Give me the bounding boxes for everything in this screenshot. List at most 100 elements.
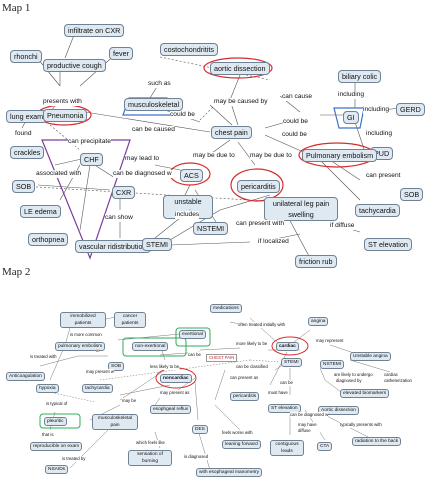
node-st-elevation[interactable]: ST elevation [268,404,301,413]
node-cardiac-catheterization[interactable]: cardiac catheterization [384,372,426,384]
node-vascular-ridistribution[interactable]: vascular ridistribution [75,240,151,253]
node-tachycardia[interactable]: tachycardia [355,204,400,217]
node-musculoskeletal[interactable]: musculoskeletal [124,98,184,111]
node-musculoskeletal-pain[interactable]: musculoskeletal pain [92,414,138,430]
node-cancer-patients[interactable]: cancer patients [114,312,146,328]
node-pleuritic[interactable]: pleuritic [44,417,67,426]
node-immobilized-patients[interactable]: immobilized patients [60,312,106,328]
node-evertional[interactable]: evertional [179,330,206,339]
node-cardiac[interactable]: cardiac [276,342,299,351]
link-which-feels-like: which feels like [136,440,165,446]
node-reproducible-on-exam[interactable]: reproducible on exam [30,442,83,451]
node-rhonchi[interactable]: rhonchi [10,50,42,63]
node-chest-pain[interactable]: chest pain [211,126,252,139]
node-unstable-angina[interactable]: Unstable angina [350,352,391,361]
node-leaning-forward[interactable]: leaning forward [222,440,261,449]
link-typically-presents-with: typically presents with [340,422,382,428]
link-could-be-2: could be [283,118,308,126]
node-des[interactable]: DES [192,425,208,434]
node-esophgeal-reflux[interactable]: esophgeal reflux [150,405,192,414]
node-pulmonary-embolism[interactable]: Pulmonary embolism [302,149,378,162]
link-may-present-w: may present w [86,369,114,375]
node-hypoxia[interactable]: hypoxia [36,384,59,393]
node-le-edema[interactable]: LE edema [20,205,61,218]
node-biliary-colic[interactable]: biliary colic [338,70,382,83]
link-such-as: such as [148,80,171,88]
node-friction-rub[interactable]: friction rub [295,255,337,268]
link-if-diffuse: if diffuse [330,222,355,230]
node-costochondritits[interactable]: costochondritits [160,43,218,56]
node-lung-exam[interactable]: lung exam [6,110,48,123]
link-can-be-1: can be [188,352,201,358]
link-can-be-caused: can be caused [132,126,175,134]
node-pericarditis[interactable]: pericarditis [237,180,280,193]
node-elevated-biomarkers[interactable]: elevated biomarkers [340,389,390,398]
link-can-present: can present [366,172,401,180]
node-contiguous-leads[interactable]: contiguous leads [270,440,304,456]
node-crackles[interactable]: crackles [10,146,45,159]
node-sob-left[interactable]: SOB [12,180,36,193]
node-gi[interactable]: GI [343,111,359,124]
node-radiation-to-back[interactable]: radiation to the back [352,437,402,446]
node-aortic-dissection[interactable]: Aortic dissection [318,406,359,415]
link-can-cause: can cause [282,93,313,101]
link-can-be-diagnosed-w: can be diagnosed w [290,412,329,418]
link-can-show: can show [105,214,133,222]
link-diagnosed-by: diagnosed by [336,378,362,384]
node-cxr[interactable]: CXR [112,186,136,199]
node-chf[interactable]: CHF [80,153,103,166]
link-associated-with: associated with [36,170,82,178]
link-less-likely-to-be: less likely to be [150,364,180,370]
node-aortic-dissection[interactable]: aortic dissection [210,62,270,75]
node-sensation-of-burning[interactable]: sensation of burning [128,450,172,466]
node-angina[interactable]: angina [308,317,329,326]
node-stemi[interactable]: STEMI [142,238,172,251]
link-may-represent-1: may represent [316,338,344,344]
node-noncardiac[interactable]: noncardiac [160,374,192,383]
link-may-be-caused-by: may be caused by [214,98,268,106]
link-may-present-as: may present as [160,390,190,396]
node-fever[interactable]: fever [109,47,133,60]
link-could-be-3: could be [282,131,307,139]
link-can-present-with: can present with [236,220,285,228]
node-chest-pain[interactable]: CHEST PAIN [206,354,238,362]
link-including-1: including [338,91,365,99]
link-found: found [15,130,32,138]
node-unilateral-leg-pain[interactable]: unilateral leg pain swelling [264,197,338,221]
link-may-have-diffuse: may have diffuse [298,422,320,434]
node-nstemi[interactable]: NSTEMI [320,360,345,369]
link-more-likely-to-be: more likely to be [236,341,268,347]
node-non-exertional[interactable]: non-exertional [132,342,169,351]
node-sob[interactable]: SOB [108,362,125,371]
node-anticoagulation[interactable]: Anticoagulation [6,372,45,381]
node-medications[interactable]: medications [210,304,242,313]
node-sob-right[interactable]: SOB [400,188,424,201]
link-often-treated: often treated initially with [238,322,286,328]
node-productive-cough[interactable]: productive cough [43,59,106,72]
node-stemi[interactable]: STEMI [281,358,302,367]
node-tachycardia[interactable]: tachycardia [82,384,113,393]
link-could-be-1: could be [170,111,195,119]
node-pneumonia[interactable]: Pneumonia [43,109,88,122]
node-cta[interactable]: CTA [317,442,333,451]
node-gerd[interactable]: GERD [396,103,425,116]
node-nsaids[interactable]: NSAIDs [45,465,69,474]
node-pericarditis[interactable]: pericarditis [230,392,260,401]
node-esophageal-manometry[interactable]: with esophageal manometry [196,468,262,477]
node-pulmonary-embolism[interactable]: pulmonary embolism [55,342,106,351]
link-including-2: including [363,106,390,114]
link-if-localized: if localized [258,238,289,246]
node-st-elevation[interactable]: ST elevation [364,238,412,251]
link-may-be-due-to-2: may be due to [250,152,292,160]
link-is-more-common: is more common [70,332,102,338]
node-infiltrate-on-cxr[interactable]: infiltrate on CXR [64,24,125,37]
node-acs[interactable]: ACS [180,169,203,182]
link-is-diagnosed: is diagnosed [184,454,209,460]
map-1-title: Map 1 [2,2,31,14]
link-must-have: must have [268,390,288,396]
link-is-typical-of: is typical of [46,401,68,407]
node-nstemi[interactable]: NSTEMI [193,222,229,235]
node-orthopnea[interactable]: orthopnea [28,233,69,246]
link-can-be-classified: can be classified [236,364,268,370]
